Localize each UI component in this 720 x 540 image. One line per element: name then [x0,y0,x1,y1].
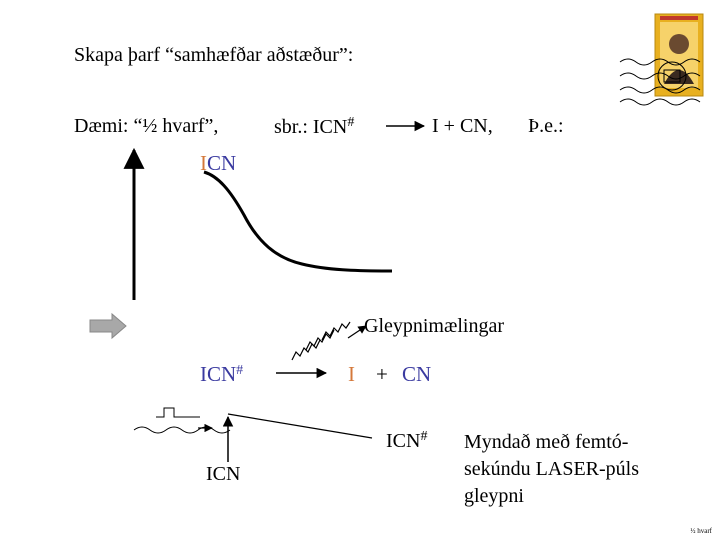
curve-label-i: I [200,151,207,175]
note-line-3: gleypni [464,486,524,506]
reaction-product-i: I [348,364,355,385]
reaction-reactant: ICN# [200,364,243,385]
curve-label: ICN [200,153,236,174]
absorption-label: Gleypnimælingar [364,316,504,336]
reaction-plus: + [376,364,388,385]
curve-label-cn: CN [207,151,236,175]
block-arrow-icon [90,314,126,338]
energy-upper-label: ICN# [386,430,427,451]
example-label: Dæmi: “½ hvarf”, [74,116,218,136]
dissociation-line [228,414,372,438]
light-wave-icon [292,322,350,360]
energy-lower-label: ICN [206,464,240,484]
energy-upper-text: ICN [386,430,420,452]
decay-curve [204,172,392,271]
footer-label: ½ hvarf [690,528,712,535]
reaction-reactant-text: ICN [200,362,236,386]
note-line-2: sekúndu LASER-púls [464,459,639,479]
slide-title: Skapa þarf “samhæfðar aðstæður”: [74,45,353,65]
example-cf-superscript: # [347,115,354,130]
example-products: I + CN, [432,116,493,136]
example-cf: sbr.: ICN# [274,116,354,137]
energy-upper-superscript: # [420,429,427,444]
postage-stamp-icon [655,14,703,96]
laser-pulse-icon [134,408,230,433]
reaction-reactant-superscript: # [236,363,243,378]
example-cf-text: sbr.: ICN [274,116,347,138]
note-line-1: Myndað með femtó- [464,432,628,452]
reaction-product-cn: CN [402,364,431,385]
example-ie: Þ.e.: [528,116,564,136]
